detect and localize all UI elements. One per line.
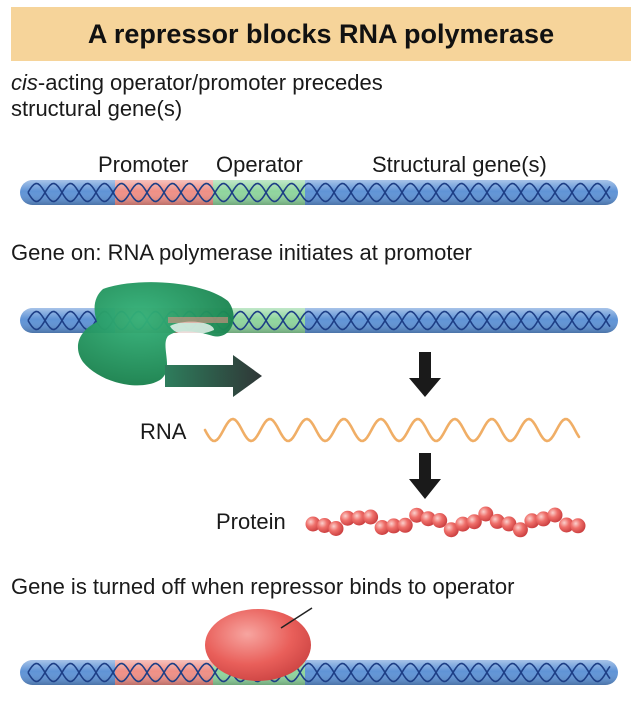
dna-helix — [27, 662, 611, 683]
protein-bead — [317, 518, 332, 533]
protein-bead — [512, 522, 528, 538]
protein-bead — [547, 507, 563, 523]
protein-bead — [501, 516, 517, 532]
protein-bead — [363, 509, 379, 525]
down-arrow-to-rna — [409, 352, 441, 397]
protein-bead — [443, 522, 459, 538]
protein-bead — [351, 510, 367, 526]
protein-bead — [489, 513, 505, 529]
rna-polymerase — [77, 282, 234, 386]
protein-bead — [455, 516, 471, 532]
intro-line-1-rest: -acting operator/promoter precedes — [37, 70, 383, 95]
intro-text: cis-acting operator/promoter precedes st… — [11, 70, 383, 123]
protein-bead — [478, 506, 494, 522]
protein-bead — [328, 521, 344, 536]
gene-off-caption: Gene is turned off when repressor binds … — [11, 574, 515, 599]
promoter-label: Promoter — [98, 152, 189, 177]
gene-on-caption: Gene on: RNA polymerase initiates at pro… — [11, 240, 473, 265]
protein-bead — [409, 507, 425, 523]
protein-chain — [305, 506, 586, 538]
protein-bead — [386, 518, 402, 534]
title-bar: A repressor blocks RNA polymerase — [11, 7, 631, 61]
rna-strand — [203, 417, 581, 443]
protein-bead — [524, 513, 540, 529]
dna-helix — [27, 182, 611, 203]
repressor-pointer-line — [280, 607, 313, 629]
polymerase-groove — [170, 321, 214, 335]
protein-bead — [535, 511, 551, 527]
operator-label: Operator — [216, 152, 303, 177]
protein-bead — [432, 513, 448, 528]
protein-bead — [397, 517, 413, 533]
protein-bead — [374, 520, 390, 535]
protein-bead — [559, 517, 574, 533]
dna-strand-3 — [20, 660, 618, 685]
rna-label: RNA — [140, 419, 187, 444]
protein-bead — [305, 516, 321, 532]
structural-gene-label: Structural gene(s) — [372, 152, 547, 177]
protein-bead — [466, 514, 482, 530]
intro-italic: cis — [11, 70, 38, 95]
protein-bead — [570, 518, 586, 534]
intro-line-1: cis-acting operator/promoter precedes — [11, 70, 383, 96]
protein-label: Protein — [216, 509, 286, 534]
repressor — [205, 609, 311, 681]
down-arrow-to-protein — [409, 453, 441, 499]
intro-line-2: structural gene(s) — [11, 96, 183, 122]
transcription-arrow — [165, 355, 262, 397]
protein-bead — [340, 510, 356, 526]
dna-strand-1 — [20, 180, 618, 205]
diagram-title: A repressor blocks RNA polymerase — [87, 18, 555, 49]
protein-bead — [420, 511, 436, 527]
